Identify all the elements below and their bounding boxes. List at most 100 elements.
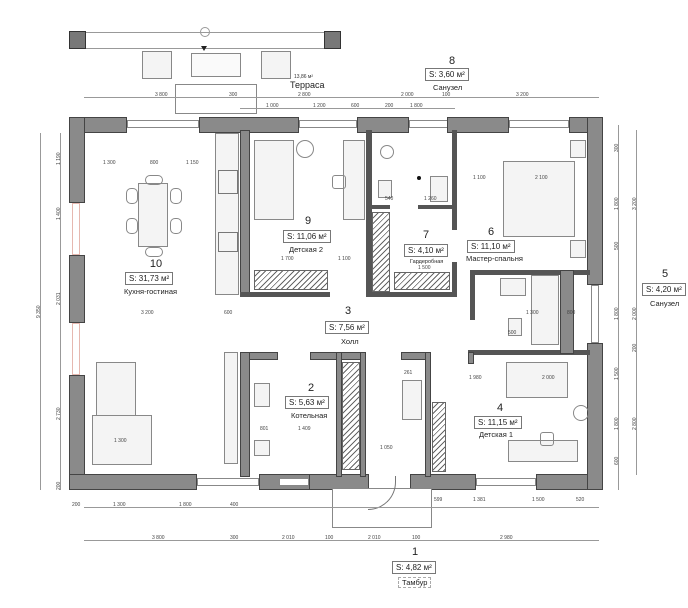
- office-chair-icon: [540, 432, 554, 446]
- outer-wall-left-bottom: [69, 375, 85, 490]
- outer-wall-bottom-left: [69, 474, 197, 490]
- window-bottom-room4: [476, 478, 536, 486]
- terrace-marker-icon: [200, 27, 210, 37]
- room-4-number: 4: [496, 402, 504, 414]
- outer-wall-left-mid: [69, 255, 85, 323]
- nightstand-top: [570, 140, 586, 158]
- dim-bottom2-300: 300: [230, 535, 239, 541]
- window-bottom-kitchen: [197, 478, 259, 486]
- chair-icon: [170, 218, 182, 234]
- hall-wardrobe: [342, 362, 360, 470]
- dim-top2-1200: 1 200: [313, 103, 326, 109]
- dim-bottom-599: 599: [434, 497, 443, 503]
- dim-line-top-2: [240, 108, 455, 109]
- dim-line-left-inner: [60, 133, 61, 490]
- room-2-name: Котельная: [291, 411, 328, 420]
- terrace-arrow-icon: [201, 46, 207, 51]
- room-7-area: S: 4,10 м²: [404, 244, 448, 257]
- dim-top2-200: 200: [385, 103, 394, 109]
- sink-room8: [430, 176, 448, 202]
- dim-line-right-inner: [618, 125, 619, 490]
- dim-room5-800: 800: [567, 310, 576, 316]
- wardrobe-room7-left: [372, 212, 390, 292]
- room-1-number: 1: [411, 546, 419, 558]
- dim-left-1190: 1 190: [56, 152, 62, 165]
- outer-wall-right-bottom: [587, 343, 603, 490]
- room-8-area: S: 3,60 м²: [425, 68, 469, 81]
- boiler-unit: [254, 383, 270, 407]
- dim-top2-1000: 1 000: [266, 103, 279, 109]
- shower-icon: [380, 145, 394, 159]
- outer-wall-bottom-entry-r: [410, 474, 476, 490]
- entry-porch: [332, 488, 432, 528]
- dim-room4-2000: 2 000: [542, 375, 555, 381]
- terrace-table: [191, 53, 241, 77]
- bath-sink: [500, 278, 526, 296]
- dim-room7-1500: 1 500: [418, 265, 431, 271]
- dim-line-right-outer: [636, 130, 637, 475]
- dim-kitchen-3200: 3 200: [141, 310, 154, 316]
- room-3-name: Холл: [341, 337, 359, 346]
- terrace-label: Терраса: [290, 80, 325, 90]
- room-6-name: Мастер-спальня: [466, 254, 523, 263]
- dim-top-2800: 2 800: [298, 92, 311, 98]
- window-top-room9: [299, 120, 357, 128]
- room-9-name: Детская 2: [289, 245, 324, 254]
- dining-table: [138, 183, 168, 247]
- drain-dot-icon: [417, 176, 421, 180]
- dim-bottom-1381: 1 381: [473, 497, 486, 503]
- dim-right-3200: 3 200: [632, 197, 638, 210]
- outer-wall-top-mid2: [357, 117, 409, 133]
- dim-right-2000: 2 000: [632, 307, 638, 320]
- dim-right-200: 200: [632, 343, 638, 352]
- room-5-name: Санузел: [650, 299, 680, 308]
- dim-hall-1050: 1 050: [380, 445, 393, 451]
- wall-room9-bottom: [240, 292, 330, 297]
- room-8-number: 8: [448, 55, 456, 67]
- wall-room5-left: [470, 270, 475, 320]
- chair-icon: [145, 247, 163, 257]
- dim-bottom2-100b: 100: [412, 535, 421, 541]
- dim-room8-1260: 1 260: [424, 196, 437, 202]
- toilet-room5: [508, 318, 522, 336]
- dim-top-2000: 2 000: [401, 92, 414, 98]
- wall-room5-room4: [468, 350, 590, 355]
- shower-cabin: [531, 275, 559, 345]
- outer-wall-right-top: [587, 117, 603, 285]
- bed-master: [503, 161, 575, 237]
- wall-hall-storage-right: [360, 352, 366, 477]
- dim-line-bottom-2: [84, 540, 599, 541]
- wall-room8-room6: [452, 130, 457, 230]
- room-10-area: S: 31,73 м²: [125, 272, 174, 285]
- desk-room9: [343, 140, 365, 220]
- dim-bottom2-100a: 100: [325, 535, 334, 541]
- chair-icon: [170, 188, 182, 204]
- washing-machine: [254, 440, 270, 456]
- dim-bottom-1300: 1 300: [113, 502, 126, 508]
- room-10-number: 10: [149, 258, 163, 270]
- dim-hall-261: 261: [404, 370, 413, 376]
- window-top-kitchen: [127, 120, 199, 128]
- dim-right-1800b: 1 800: [614, 307, 620, 320]
- dim-kitchen-1300: 1 300: [103, 160, 116, 166]
- dim-right-1800a: 1 800: [614, 197, 620, 210]
- tv-console: [224, 352, 238, 464]
- window-right-bath: [591, 285, 599, 343]
- dim-room2-801: 801: [260, 426, 269, 432]
- dim-line-left-outer: [40, 133, 41, 490]
- room-4-name: Детская 1: [479, 430, 514, 439]
- room-3-area: S: 7,56 м²: [325, 321, 369, 334]
- outer-wall-top-right: [447, 117, 509, 133]
- terrace-armchair-right: [261, 51, 291, 79]
- dim-right-1500: 1 500: [614, 367, 620, 380]
- room-8-name: Санузел: [433, 83, 463, 92]
- hall-shelf: [402, 380, 422, 420]
- dim-left-1400: 1 400: [56, 207, 62, 220]
- desk-room4: [508, 440, 578, 462]
- dim-top2-600: 600: [351, 103, 360, 109]
- room-1-name: Тамбур: [398, 577, 432, 588]
- dim-room5-500: 500: [508, 330, 517, 336]
- kitchen-counter: [215, 133, 239, 295]
- dim-room2-1409: 1 409: [298, 426, 311, 432]
- wall-hall-storage-left: [336, 352, 342, 477]
